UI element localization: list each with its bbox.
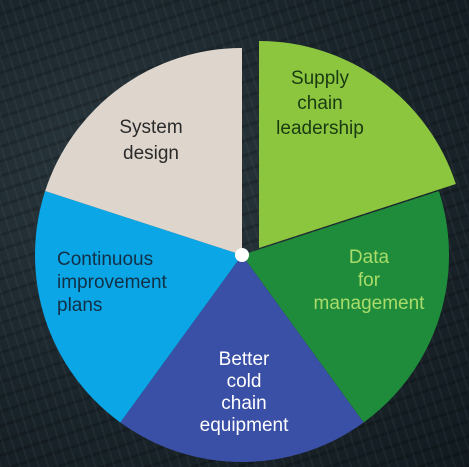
segment-label-line: cold — [227, 371, 262, 392]
segment-label-line: Data — [349, 247, 390, 268]
segment-label-line: Continuous — [57, 249, 153, 270]
segment-label-line: improvement — [57, 272, 168, 293]
segment-label-line: Supply — [291, 68, 350, 89]
segment-wedge-data-for-management — [242, 191, 449, 423]
segment-label-line: management — [314, 293, 426, 314]
segment-label-line: for — [358, 270, 381, 291]
segment-system-design: System design — [45, 48, 242, 255]
segment-label-system-design: System design — [119, 117, 182, 164]
segment-wedge-system-design — [45, 48, 242, 255]
segment-wedge-continuous-improvement-plans — [34, 191, 242, 423]
segment-wedge-better-cold-chain-equipment — [120, 255, 364, 463]
segment-label-line: equipment — [200, 415, 289, 436]
segment-label-line: design — [123, 143, 179, 164]
segment-label-line: chain — [221, 393, 266, 414]
segment-label-line: leadership — [276, 118, 364, 139]
segment-label-line: System — [119, 117, 182, 138]
segment-label-line: chain — [297, 93, 342, 114]
segment-label-line: plans — [57, 295, 102, 316]
segment-supply-chain-leadership: Supply chain leadership — [259, 41, 456, 248]
segment-wedge-supply-chain-leadership — [259, 41, 456, 248]
center-dot — [235, 248, 249, 262]
segment-label-supply-chain-leadership: Supply chain leadership — [276, 68, 364, 139]
segment-label-line: Better — [219, 349, 270, 370]
